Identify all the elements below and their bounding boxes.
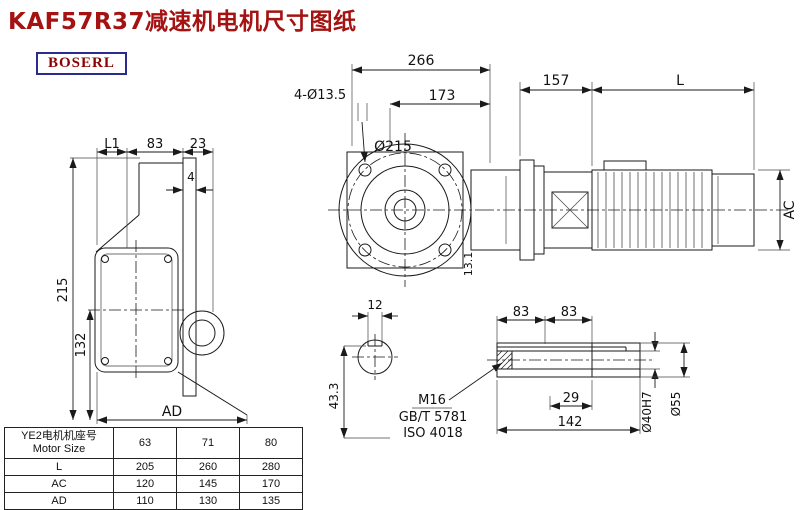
dim-83-left-label: 83 — [147, 137, 164, 152]
boserl-logo: BOSERL — [36, 52, 127, 75]
dim-43-3-label: 43.3 — [327, 383, 341, 410]
bolt-hole — [438, 243, 452, 257]
flange-dia-label: Ø215 — [374, 139, 412, 155]
dim-AC-label: AC — [782, 200, 798, 219]
table-row-L: L 205 260 280 — [4, 458, 303, 476]
row-label-AC: AC — [4, 475, 114, 493]
standard-gbt-label: GB/T 5781 — [399, 410, 468, 425]
dim-23-label: 23 — [190, 137, 207, 152]
dim-157-label: 157 — [543, 73, 570, 89]
dim-L1-label: L1 — [104, 137, 120, 152]
dim-4-label: 4 — [187, 170, 195, 184]
cell-L-80: 280 — [239, 458, 303, 476]
cell-AD-80: 135 — [239, 492, 303, 510]
motor-size-header-en: Motor Size — [32, 443, 86, 455]
bolt-hole — [358, 163, 372, 177]
thread-spec-label: M16 — [418, 393, 446, 408]
spec-table: YE2电机机座号 Motor Size 63 71 80 L 205 260 2… — [4, 427, 303, 510]
flange-square — [346, 151, 464, 269]
cell-AD-63: 110 — [113, 492, 177, 510]
dim-83b-label: 83 — [561, 305, 578, 320]
dim-12-label: 12 — [367, 298, 382, 312]
cell-AD-71: 130 — [176, 492, 240, 510]
page-title: KAF57R37减速机电机尺寸图纸 — [8, 9, 357, 35]
flange-plate — [182, 157, 197, 397]
dim-142-label: 142 — [558, 415, 583, 430]
left-view-group: L1 83 23 4 215 132 AD — [56, 137, 248, 424]
bolt-hole — [438, 163, 452, 177]
dim-132-label: 132 — [74, 333, 89, 358]
size-col-63: 63 — [113, 427, 177, 459]
size-col-71: 71 — [176, 427, 240, 459]
motor-size-header-cn: YE2电机机座号 — [21, 430, 97, 442]
dim-83a-label: 83 — [513, 305, 530, 320]
dim-13-1-label: 13.1 — [462, 252, 475, 277]
cell-AC-71: 145 — [176, 475, 240, 493]
shaft-section-group: 12 43.3 — [327, 298, 398, 439]
dim-29-label: 29 — [563, 391, 580, 406]
dim-55-label: Ø55 — [669, 392, 683, 417]
dim-173-label: 173 — [429, 88, 456, 104]
cell-L-71: 260 — [176, 458, 240, 476]
row-label-AD: AD — [4, 492, 114, 510]
shaft-detail-group: 83 83 29 142 M16 GB/T 5781 ISO 4018 Ø40 — [399, 305, 690, 441]
cell-AC-80: 170 — [239, 475, 303, 493]
dim-40H7-label: Ø40H7 — [640, 391, 654, 432]
dim-266-label: 266 — [408, 53, 435, 69]
bolt-holes-label: 4-Ø13.5 — [294, 88, 346, 103]
size-col-80: 80 — [239, 427, 303, 459]
standard-iso-label: ISO 4018 — [403, 426, 463, 441]
top-view-group: 266 173 4-Ø13.5 Ø215 157 L AC — [294, 53, 798, 287]
motor-size-header: YE2电机机座号 Motor Size — [4, 427, 114, 459]
row-label-L: L — [4, 458, 114, 476]
dim-215-label: 215 — [56, 278, 71, 303]
output-boss — [179, 310, 225, 356]
bolt-hole — [358, 243, 372, 257]
table-row-AD: AD 110 130 135 — [4, 492, 303, 510]
dim-AD-label: AD — [162, 404, 182, 420]
cell-L-63: 205 — [113, 458, 177, 476]
table-row-AC: AC 120 145 170 — [4, 475, 303, 493]
dim-L-label: L — [676, 73, 684, 89]
fan-cover — [711, 173, 755, 247]
cell-AC-63: 120 — [113, 475, 177, 493]
